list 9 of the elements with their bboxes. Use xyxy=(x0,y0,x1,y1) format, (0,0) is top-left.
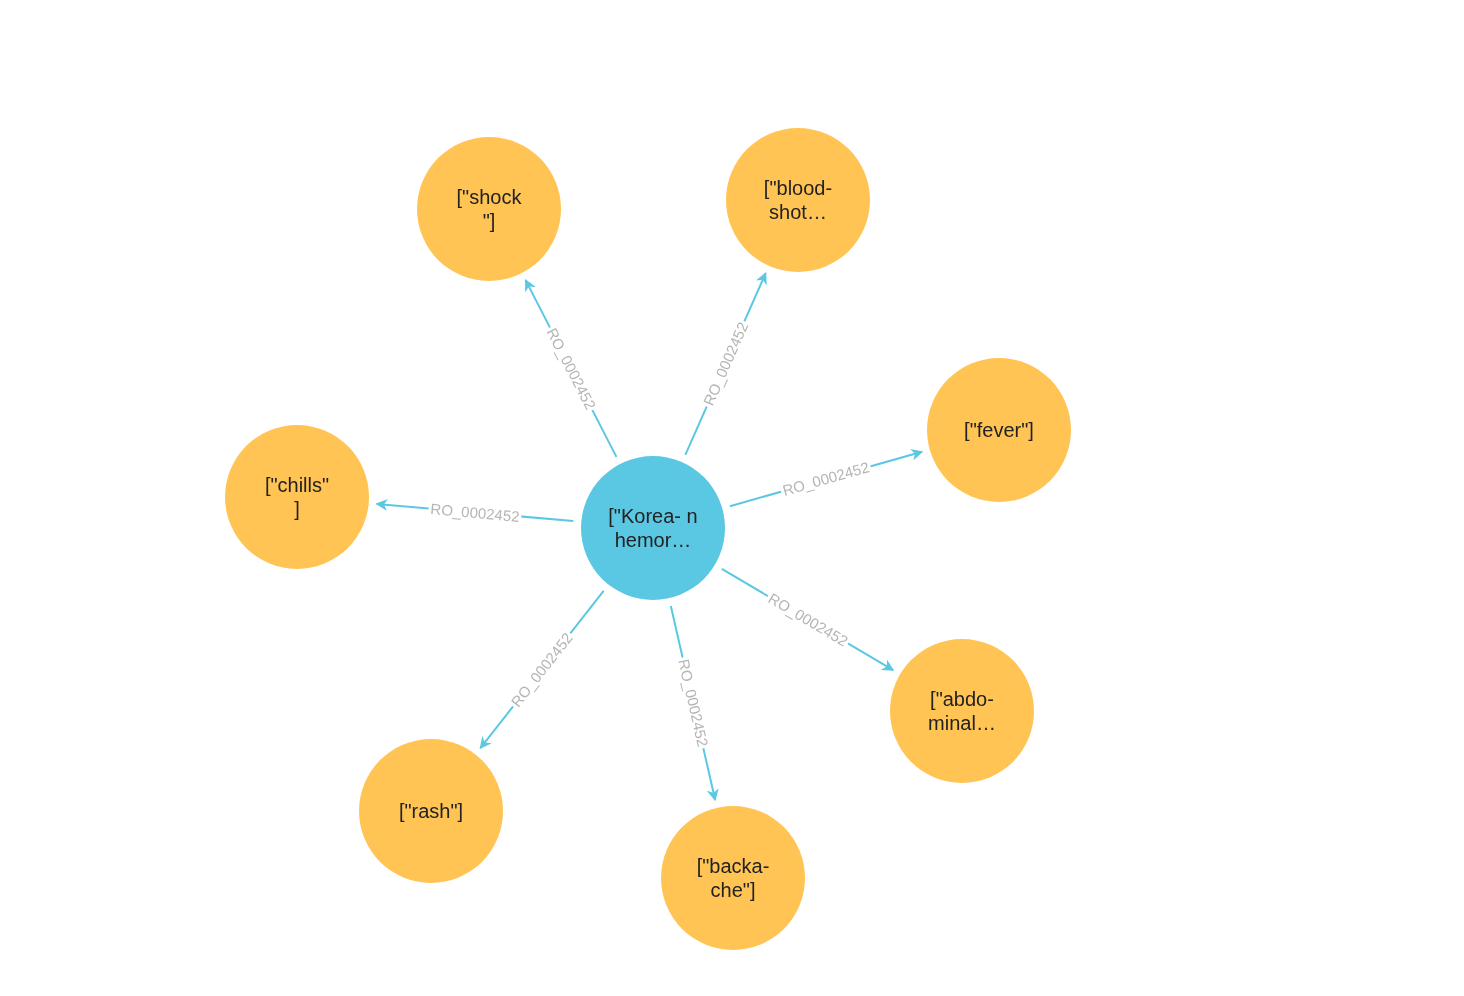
node-label: ["Korea- n hemor… xyxy=(607,504,699,552)
node-label: ["backa- che"] xyxy=(695,854,771,902)
node-label: ["abdo- minal… xyxy=(927,687,997,735)
node-label: ["fever"] xyxy=(963,418,1035,442)
node-label: ["shock "] xyxy=(455,185,523,233)
node-label: ["rash"] xyxy=(397,799,465,823)
edge-label: RO_0002452 xyxy=(427,500,523,525)
node-label: ["chills" ] xyxy=(263,473,331,521)
node-label: ["blood- shot… xyxy=(762,176,834,224)
